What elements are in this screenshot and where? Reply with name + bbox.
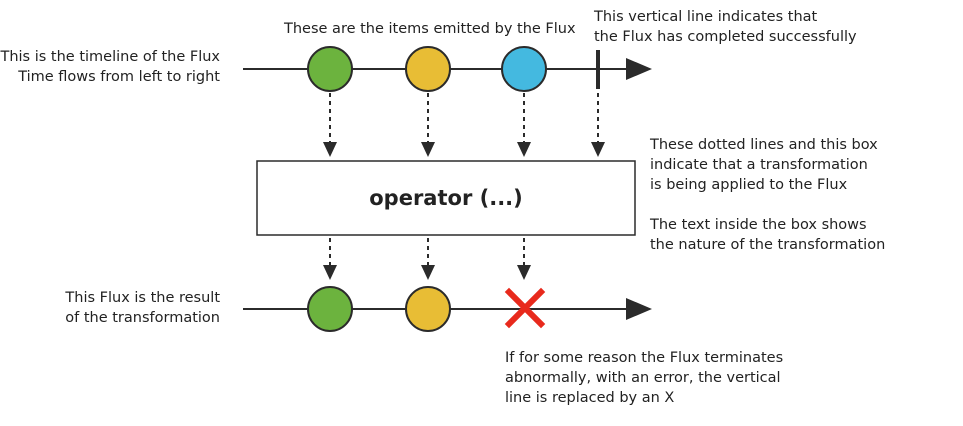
error-note: If for some reason the Flux terminates a… xyxy=(505,350,784,406)
completion-note: This vertical line indicates that the Fl… xyxy=(594,9,857,45)
emitted-items-note: These are the items emitted by the Flux xyxy=(284,21,576,37)
result-item-yellow xyxy=(405,286,451,332)
operator-text-note: The text inside the box shows the nature… xyxy=(650,217,886,253)
operator-label: operator (...) xyxy=(369,186,523,210)
source-timeline-note: This is the timeline of the Flux Time fl… xyxy=(0,49,220,85)
source-item-yellow xyxy=(405,46,451,92)
transformation-note: These dotted lines and this box indicate… xyxy=(650,137,878,193)
source-item-blue xyxy=(501,46,547,92)
result-timeline-note: This Flux is the result of the transform… xyxy=(65,290,220,326)
dotted-arrowheads-out xyxy=(323,265,531,280)
error-x-icon xyxy=(504,287,546,329)
dotted-arrowheads-in xyxy=(323,142,605,157)
operator-box: operator (...) xyxy=(256,160,636,236)
dotted-arrows-in xyxy=(329,93,599,142)
source-item-green xyxy=(307,46,353,92)
dotted-arrows-out xyxy=(329,238,525,265)
result-item-green xyxy=(307,286,353,332)
